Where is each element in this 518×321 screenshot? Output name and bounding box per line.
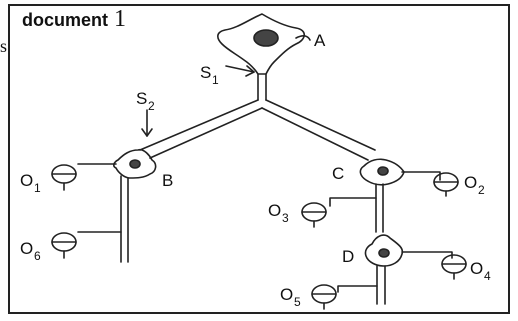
branch-to-b-lower: [149, 107, 263, 159]
document-title-text: document: [22, 10, 109, 30]
label-b: B: [162, 171, 173, 190]
a-label-curl: [295, 35, 311, 41]
probe-o3: [301, 202, 327, 228]
figure-frame: [8, 4, 510, 314]
label-o4: O: [470, 259, 483, 278]
label-s2-sub: 2: [148, 99, 155, 113]
neuron-a-body: [217, 13, 306, 75]
branch-to-b-upper: [139, 99, 259, 151]
label-o3: O: [268, 201, 281, 220]
label-o3-sub: 3: [282, 211, 289, 225]
label-o2-sub: 2: [478, 183, 485, 197]
c-to-o3: [329, 197, 377, 207]
probe-o1: [51, 164, 77, 191]
stray-letter: s: [0, 36, 8, 56]
label-o4-sub: 4: [484, 269, 491, 283]
branch-to-c-upper: [265, 99, 376, 151]
probe-o5: [311, 284, 337, 310]
s2-arrowhead: [141, 128, 153, 137]
label-s1-sub: 1: [212, 73, 219, 87]
d-to-o5: [337, 285, 378, 293]
label-s1: S: [200, 63, 211, 82]
label-o6: O: [20, 239, 33, 258]
label-o1-sub: 1: [34, 181, 41, 195]
neuron-c-body: [359, 158, 405, 186]
probe-o4: [441, 254, 467, 280]
neuron-b-nucleus: [129, 159, 141, 169]
label-s2: S: [136, 89, 147, 108]
label-o6-sub: 6: [34, 249, 41, 263]
label-o5: O: [280, 285, 293, 304]
label-a: A: [314, 31, 326, 50]
neuron-a-nucleus: [253, 29, 279, 47]
label-o1: O: [20, 171, 33, 190]
c-to-o2: [401, 171, 441, 181]
probe-o2: [433, 172, 459, 197]
s1-arrow: [225, 65, 255, 73]
neuron-d-body: [364, 234, 404, 267]
neuron-b-body: [113, 148, 157, 179]
s1-arrowhead: [245, 65, 255, 77]
probe-o6: [51, 232, 77, 259]
d-to-o4: [401, 251, 453, 259]
branch-to-c-lower: [261, 107, 369, 161]
document-title-number: 1: [114, 6, 127, 32]
label-o2: O: [464, 173, 477, 192]
neuron-d-nucleus: [378, 248, 390, 258]
label-o5-sub: 5: [294, 295, 301, 309]
label-c: C: [332, 164, 344, 183]
neuron-c-nucleus: [377, 166, 389, 176]
label-d: D: [342, 247, 354, 266]
